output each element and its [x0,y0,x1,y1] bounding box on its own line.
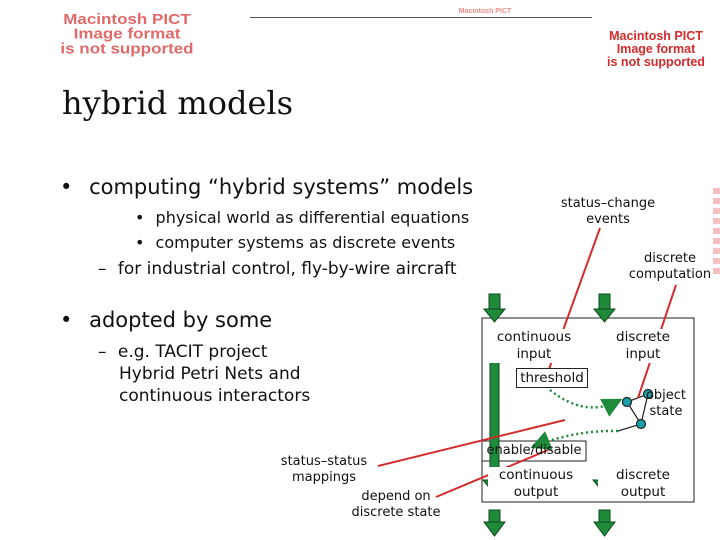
pict-line-2: Image format [73,25,181,43]
pict-line-1: Macintosh PICT [63,11,191,28]
continuous-output-arrow [483,509,506,537]
bullet-text: for industrial control, fly-by-wire airc… [117,259,457,279]
bullet-adopted: • adopted by some [60,308,272,332]
enable-disable-dotted-arrow [530,429,619,450]
bullet-text: computing “hybrid systems” models [89,175,474,199]
bullet-marker: • [60,175,73,199]
callout-status-status [377,419,566,467]
annotation-line: mappings [291,470,356,486]
label-line: continuous [498,467,574,483]
label-discrete-computation: discrete computation [620,251,720,284]
sub-bullet-physical-world: • physical world as differential equatio… [135,208,469,227]
dash-marker: – [98,342,107,362]
annotation-line: status–status [280,454,368,469]
bullet-text-cont: continuous interactors [119,386,311,407]
label-line: output [620,483,666,500]
discrete-output-label: discrete output [598,467,688,501]
label-line: state [649,404,683,420]
threshold-dotted-arrow [549,389,623,417]
annotation-line: computation [628,267,712,283]
pict-line-3: is not supported [60,40,194,57]
pict-line-3: is not supported [607,54,705,69]
threshold-label: threshold [520,370,584,386]
annotation-line: discrete state [351,505,441,521]
discrete-input-arrow [592,293,617,323]
label-line: object [645,388,687,403]
label-depend-on-discrete-state: depend on discrete state [344,489,448,522]
bullet-text: computer systems as discrete events [155,233,456,252]
bullet-text: e.g. TACIT project [117,342,268,362]
enable-disable-text: enable/disable [486,443,582,458]
label-line: discrete [616,467,670,483]
bullet-hybrid-systems: • computing “hybrid systems” models [60,175,473,199]
pict-line-1: Macintosh PICT [609,29,703,43]
annotation-line: events [586,212,630,228]
annotation-line: discrete [644,251,696,266]
threshold-box: threshold [516,368,588,388]
label-line: output [513,483,559,500]
label-line: input [516,345,552,362]
sub-bullet-computer-systems: • computer systems as discrete events [135,233,455,252]
broken-image-edge-fragment [713,188,720,278]
sub-bullet-industrial-control: – for industrial control, fly-by-wire ai… [98,259,457,279]
broken-image-placeholder-center: Macintosh PICT [430,8,540,15]
label-line: discrete [616,329,670,345]
annotation-line: status–change [560,196,656,211]
bullet-marker: • [135,233,145,252]
label-status-change-events: status–change events [548,196,668,229]
pict-line-2: Image format [616,41,696,56]
object-state-network [617,388,654,432]
enable-disable-label: enable/disable [483,443,585,459]
label-line: input [625,345,661,362]
broken-image-placeholder-right: Macintosh PICT Image format is not suppo… [592,30,720,68]
dash-marker: – [98,259,107,279]
broken-image-placeholder-left: Macintosh PICT Image format is not suppo… [2,12,252,56]
bullet-text: adopted by some [89,308,273,332]
continuous-output-label: continuous output [488,467,584,501]
annotation-line: depend on [361,489,431,504]
header-rule [250,17,592,18]
sub-bullet-tacit: – e.g. TACIT project Hybrid Petri Nets a… [98,341,310,407]
object-state-label: object state [640,388,692,421]
bullet-marker: • [60,308,73,332]
discrete-input-label: discrete input [598,329,688,363]
discrete-output-exit-arrow [593,509,616,537]
continuous-input-arrow [482,293,507,323]
bullet-text: physical world as differential equations [155,208,470,227]
pict-mini-line: Macintosh PICT [458,8,512,15]
bullet-text-cont: Hybrid Petri Nets and [119,364,301,385]
label-status-status-mappings: status–status mappings [262,454,386,487]
continuous-input-label: continuous input [486,329,582,363]
label-line: continuous [496,329,572,345]
bullet-marker: • [135,208,145,227]
slide-title: hybrid models [62,84,294,122]
